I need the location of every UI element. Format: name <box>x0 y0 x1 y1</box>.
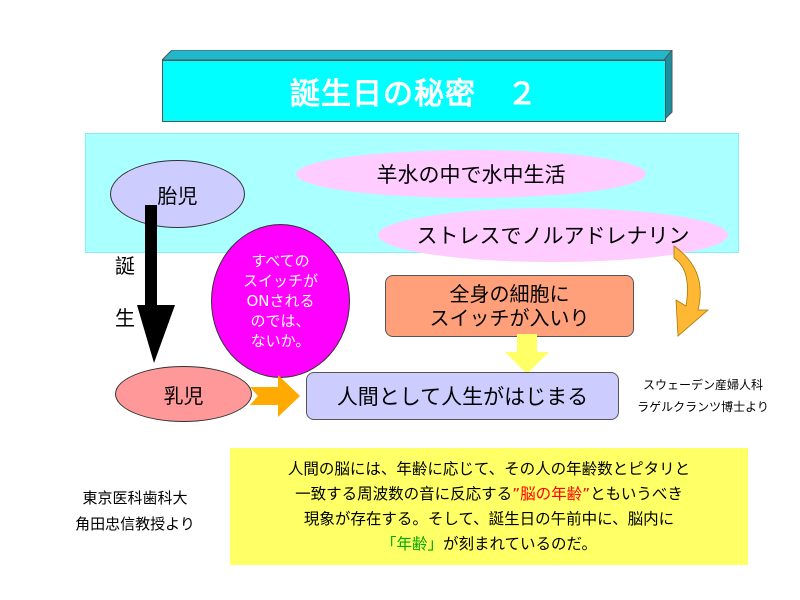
fetus-ellipse: 胎児 <box>110 160 245 228</box>
highlight-age: 「年齢」 <box>380 534 443 553</box>
highlight-brain-age: ”脳の年齢” <box>512 484 591 503</box>
text-line: 東京医科歯科大 <box>82 489 188 507</box>
text-line: のでは、 <box>250 312 311 330</box>
slide-title: 誕生日の秘密 ２ <box>162 60 666 122</box>
text-line: ないか。 <box>250 332 311 350</box>
birth-arrow <box>137 205 175 363</box>
source-sweden: スウェーデン産婦人科 ラゲルクランツ博士より <box>618 374 788 418</box>
amniotic-ellipse: 羊水の中で水中生活 <box>296 150 646 198</box>
text-line: 現象が存在する。そして、誕生日の午前中に、脳内に <box>303 509 675 528</box>
birth-label-2: 生 <box>115 306 135 330</box>
down-arrow <box>505 334 549 374</box>
text-line: すべての <box>251 252 310 270</box>
text-line: スイッチが <box>242 272 318 290</box>
text-line: ラゲルクランツ博士より <box>637 400 769 414</box>
switch-question-ellipse: すべての スイッチが ONされる のでは、 ないか。 <box>211 224 350 378</box>
text-line: 角田忠信教授より <box>75 515 195 533</box>
text-line: 人間の脳には、年齢に応じて、その人の年齢数とピタリと <box>287 459 691 478</box>
infant-ellipse: 乳児 <box>115 366 252 422</box>
text-line: 全身の細胞に <box>449 282 570 306</box>
text: が刻まれているのだ。 <box>442 534 598 553</box>
source-tokyo: 東京医科歯科大 角田忠信教授より <box>55 485 215 537</box>
right-arrow <box>250 375 300 417</box>
text-line: スイッチが入いり <box>429 306 590 330</box>
text: 一致する周波数の音に反応する <box>295 484 513 503</box>
stress-ellipse: ストレスでノルアドレナリン <box>378 208 728 262</box>
life-begins-box: 人間として人生がはじまる <box>306 372 619 420</box>
text-line: スウェーデン産婦人科 <box>642 378 763 392</box>
text: ともいうべき <box>590 484 683 503</box>
brain-age-note: 人間の脳には、年齢に応じて、その人の年齢数とピタリと 一致する周波数の音に反応す… <box>230 448 748 565</box>
text-line: 一致する周波数の音に反応する”脳の年齢”ともいうべき <box>288 482 690 507</box>
cells-switch-box: 全身の細胞にスイッチが入いり <box>385 275 634 337</box>
text-line: ONされる <box>246 292 315 310</box>
birth-label-1: 誕 <box>115 254 135 278</box>
curved-arrow <box>673 245 710 337</box>
text-line: 「年齢」が刻まれているのだ。 <box>288 532 690 557</box>
